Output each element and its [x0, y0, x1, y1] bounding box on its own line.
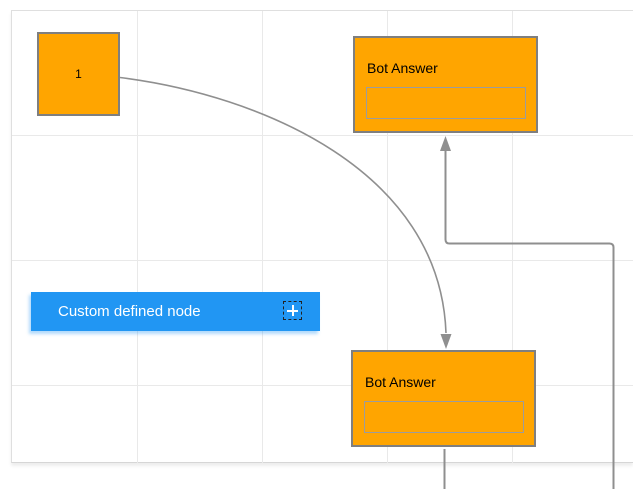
plus-icon — [291, 305, 294, 316]
custom-node-label: Custom defined node — [58, 303, 201, 320]
bot-answer-title: Bot Answer — [367, 60, 438, 76]
add-node-button[interactable] — [283, 301, 302, 320]
bot-answer-input[interactable] — [364, 401, 524, 433]
start-node[interactable]: 1 — [37, 32, 120, 116]
custom-defined-node[interactable]: Custom defined node — [31, 292, 320, 331]
bot-answer-node-top[interactable]: Bot Answer — [353, 36, 538, 133]
bot-answer-title: Bot Answer — [365, 374, 436, 390]
bot-answer-node-bottom[interactable]: Bot Answer — [351, 350, 536, 447]
start-node-label: 1 — [75, 67, 82, 81]
bot-answer-input[interactable] — [366, 87, 526, 119]
